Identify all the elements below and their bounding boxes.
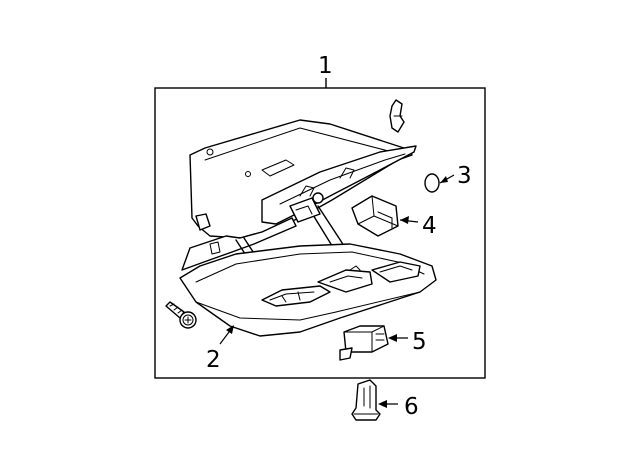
screw bbox=[165, 301, 197, 329]
socket-part bbox=[339, 325, 408, 361]
base-tray bbox=[179, 243, 437, 337]
retainer-pin bbox=[389, 99, 405, 133]
callout-1: 1 bbox=[318, 53, 333, 79]
plug-part bbox=[424, 173, 455, 193]
callout-3: 3 bbox=[457, 163, 472, 189]
clip-part bbox=[351, 379, 398, 421]
lens-part bbox=[351, 195, 419, 237]
assembly-frame bbox=[154, 78, 486, 379]
callout-4: 4 bbox=[422, 213, 437, 239]
callout-5: 5 bbox=[412, 329, 427, 355]
callout-2: 2 bbox=[206, 347, 221, 373]
leader-2 bbox=[219, 325, 234, 345]
callout-6: 6 bbox=[404, 394, 419, 420]
overhead-console-housing bbox=[181, 119, 417, 293]
